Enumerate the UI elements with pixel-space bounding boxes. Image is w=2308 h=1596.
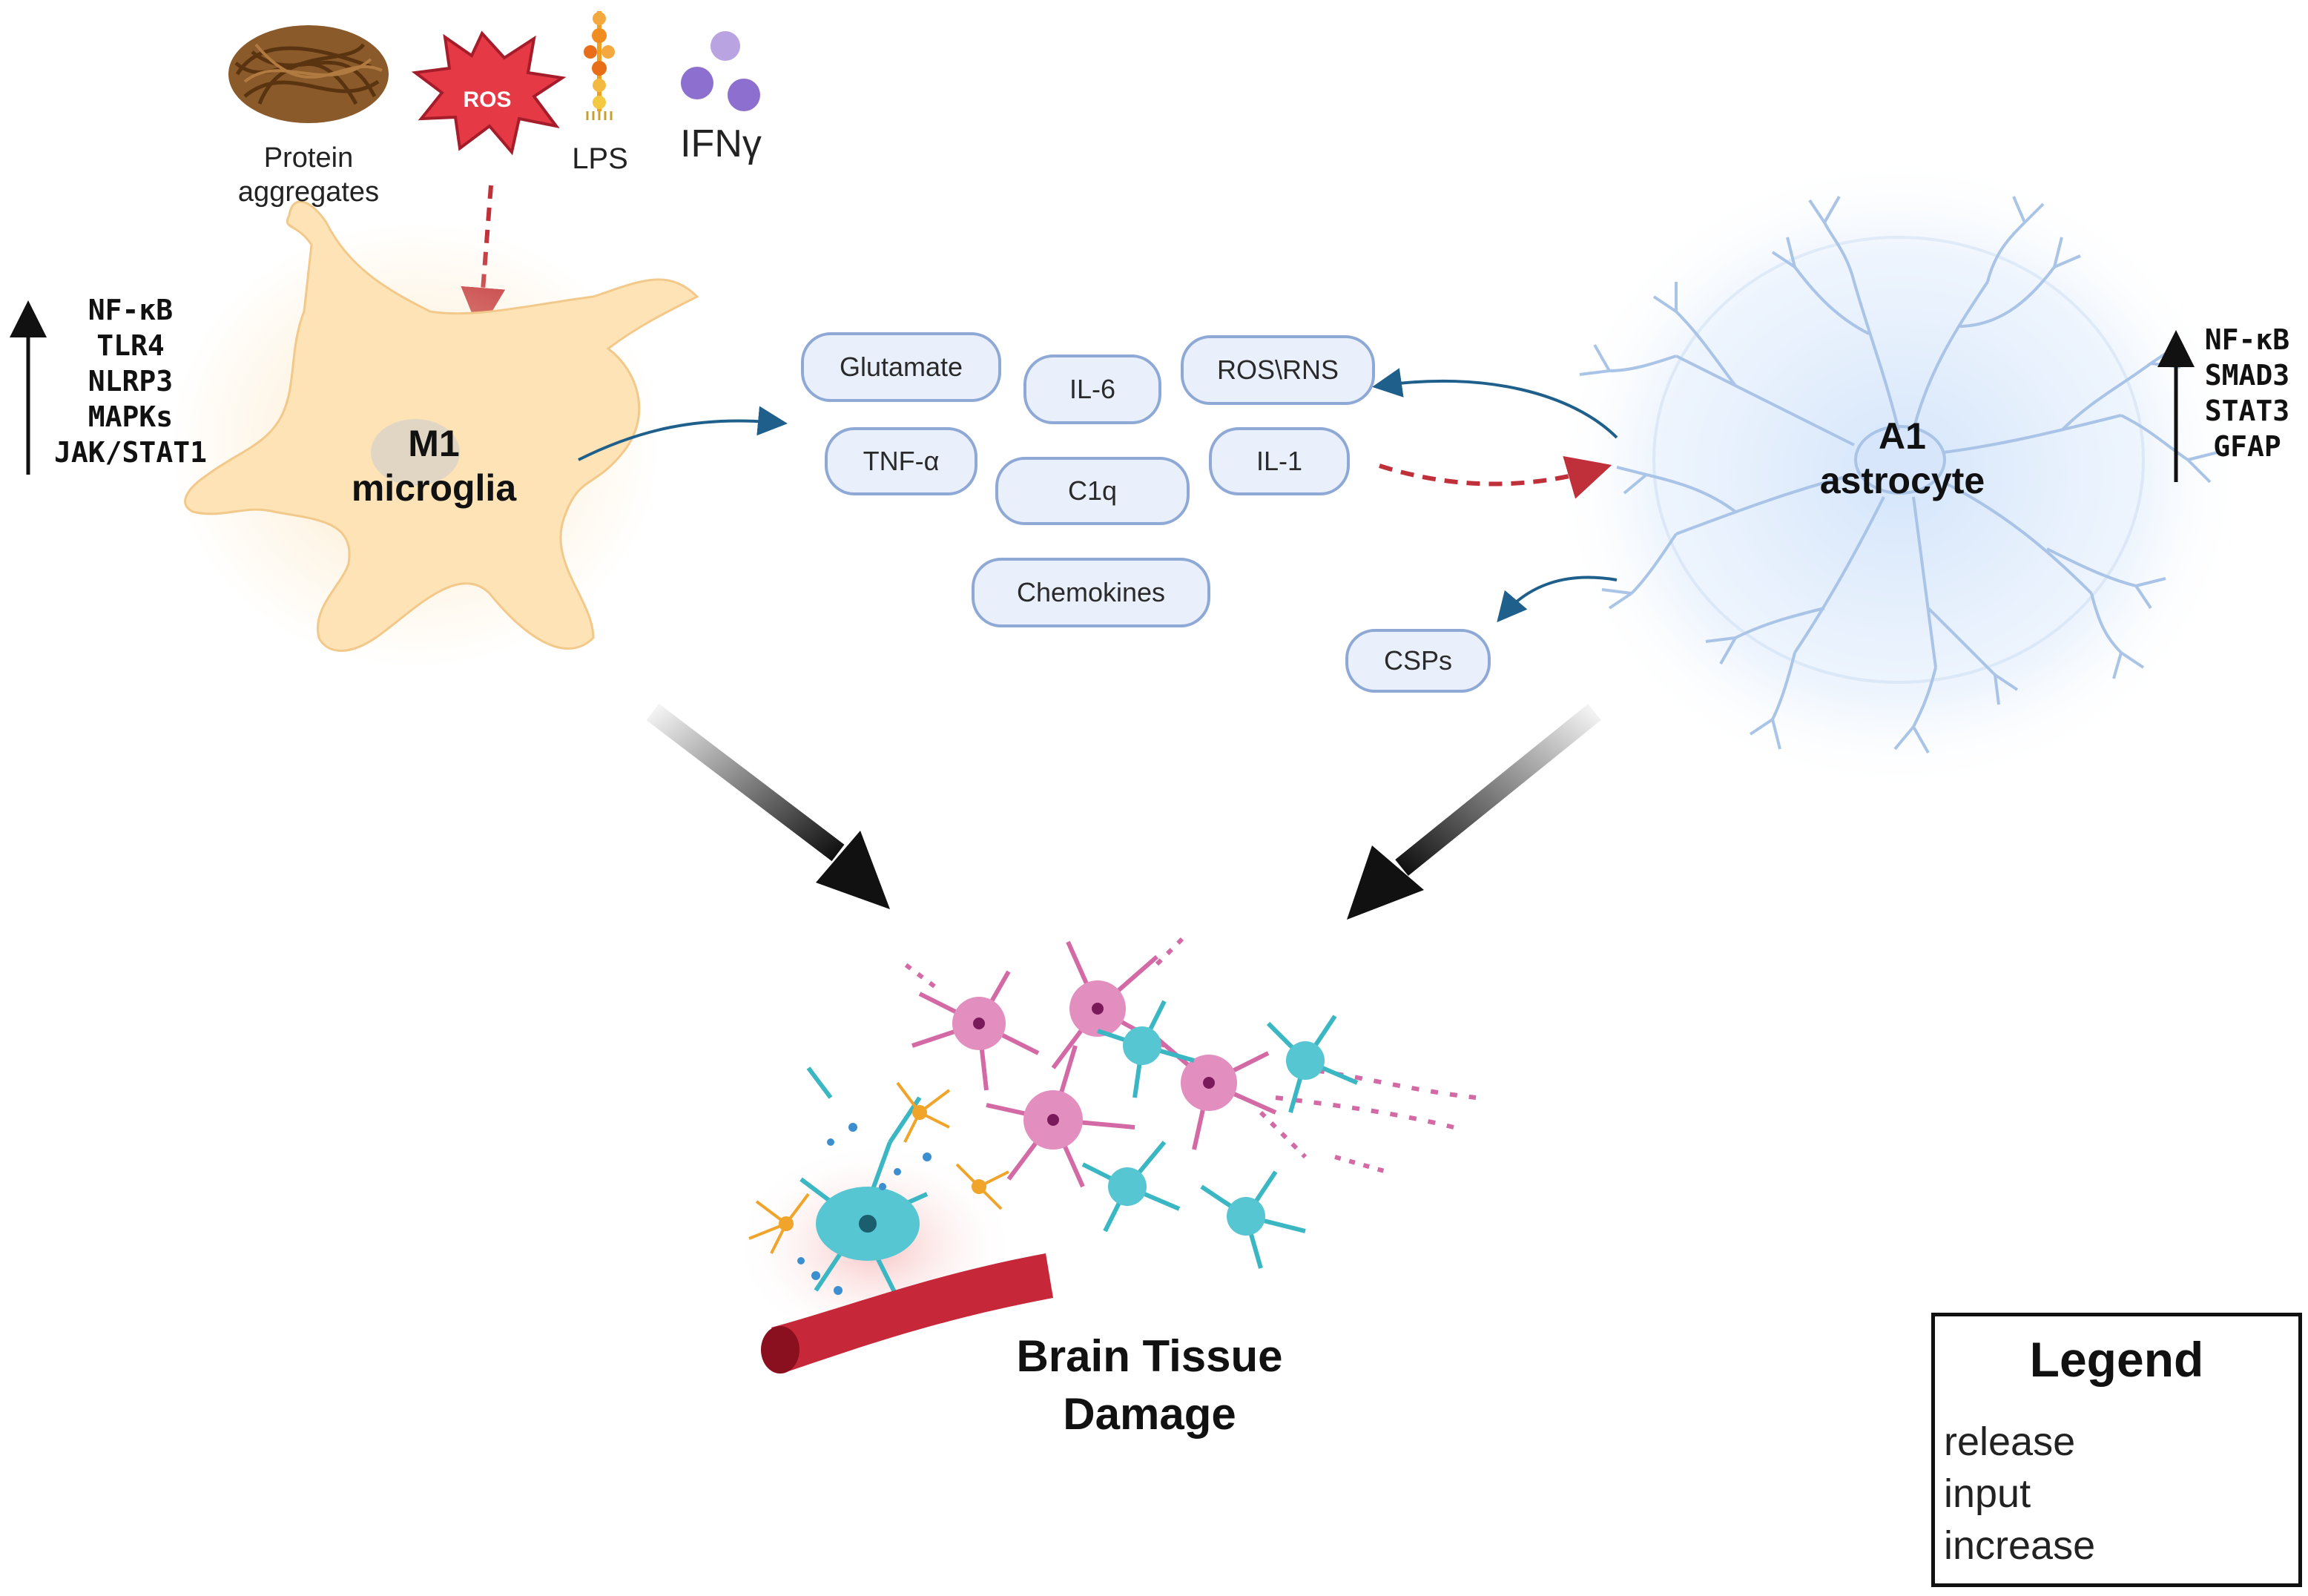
microglia-marker: NLRP3 <box>88 365 174 398</box>
microglia-marker: NF-κB <box>88 294 174 326</box>
microglia-marker: JAK/STAT1 <box>54 436 207 469</box>
mediator-tnf-alpha: TNF-α <box>825 427 977 495</box>
lps-label: LPS <box>572 142 628 175</box>
microglia-marker-list: NF-κB TLR4 NLRP3 MAPKs JAK/STAT1 <box>42 292 220 470</box>
astrocyte-marker: NF-κB <box>2204 323 2290 356</box>
microglia-marker: TLR4 <box>96 329 165 362</box>
mediator-c1q: C1q <box>995 457 1190 525</box>
legend-increase-label: increase <box>1944 1523 2096 1568</box>
astrocyte-marker: SMAD3 <box>2204 359 2290 392</box>
legend-title: Legend <box>2029 1332 2204 1387</box>
astrocyte-release-arrow <box>1372 368 1618 439</box>
ifn-gamma-label: IFNγ <box>680 122 762 165</box>
astrocyte-damage-arrow <box>1347 704 1601 920</box>
mediator-il-1: IL-1 <box>1209 427 1350 495</box>
blood-vessel-opening <box>761 1326 799 1374</box>
ifn-gamma-icon <box>681 31 760 111</box>
brain-tissue-damage-title: Brain Tissue Damage <box>1016 1331 1283 1439</box>
astrocyte-marker: GFAP <box>2213 430 2281 463</box>
microglia-marker: MAPKs <box>88 400 174 433</box>
protein-aggregates-icon <box>228 25 389 123</box>
astrocyte-csps-arrow <box>1497 576 1618 623</box>
legend-release-label: release <box>1944 1419 2076 1464</box>
m1-microglia-cell <box>184 200 699 652</box>
mediators-input-arrow <box>1379 455 1612 499</box>
microglia-title: M1 microglia <box>351 423 517 509</box>
protein-aggregates-label: Protein aggregates <box>237 142 380 208</box>
microglia-damage-arrow <box>646 703 890 909</box>
brain-tissue-damage-illustration <box>734 932 1477 1374</box>
astrocyte-title: A1 astrocyte <box>1819 415 1985 501</box>
astrocyte-marker-list: NF-κB SMAD3 STAT3 GFAP <box>2188 322 2307 464</box>
lps-molecule-icon <box>584 11 615 120</box>
ros-label: ROS <box>463 88 512 112</box>
legend-input-label: input <box>1944 1471 2031 1516</box>
legend-box: Legend release input increase <box>1931 1313 2302 1587</box>
astrocyte-marker: STAT3 <box>2204 395 2290 427</box>
a1-astrocyte-cell <box>1579 196 2218 754</box>
mediator-il-6: IL-6 <box>1023 355 1161 424</box>
csps-pill: CSPs <box>1345 629 1491 693</box>
mediator-chemokines: Chemokines <box>972 558 1210 627</box>
mediator-glutamate: Glutamate <box>801 332 1001 402</box>
mediator-ros-rns: ROS\RNS <box>1181 335 1375 405</box>
microglia-release-arrow <box>578 406 788 461</box>
ros-burst-icon <box>411 30 567 156</box>
